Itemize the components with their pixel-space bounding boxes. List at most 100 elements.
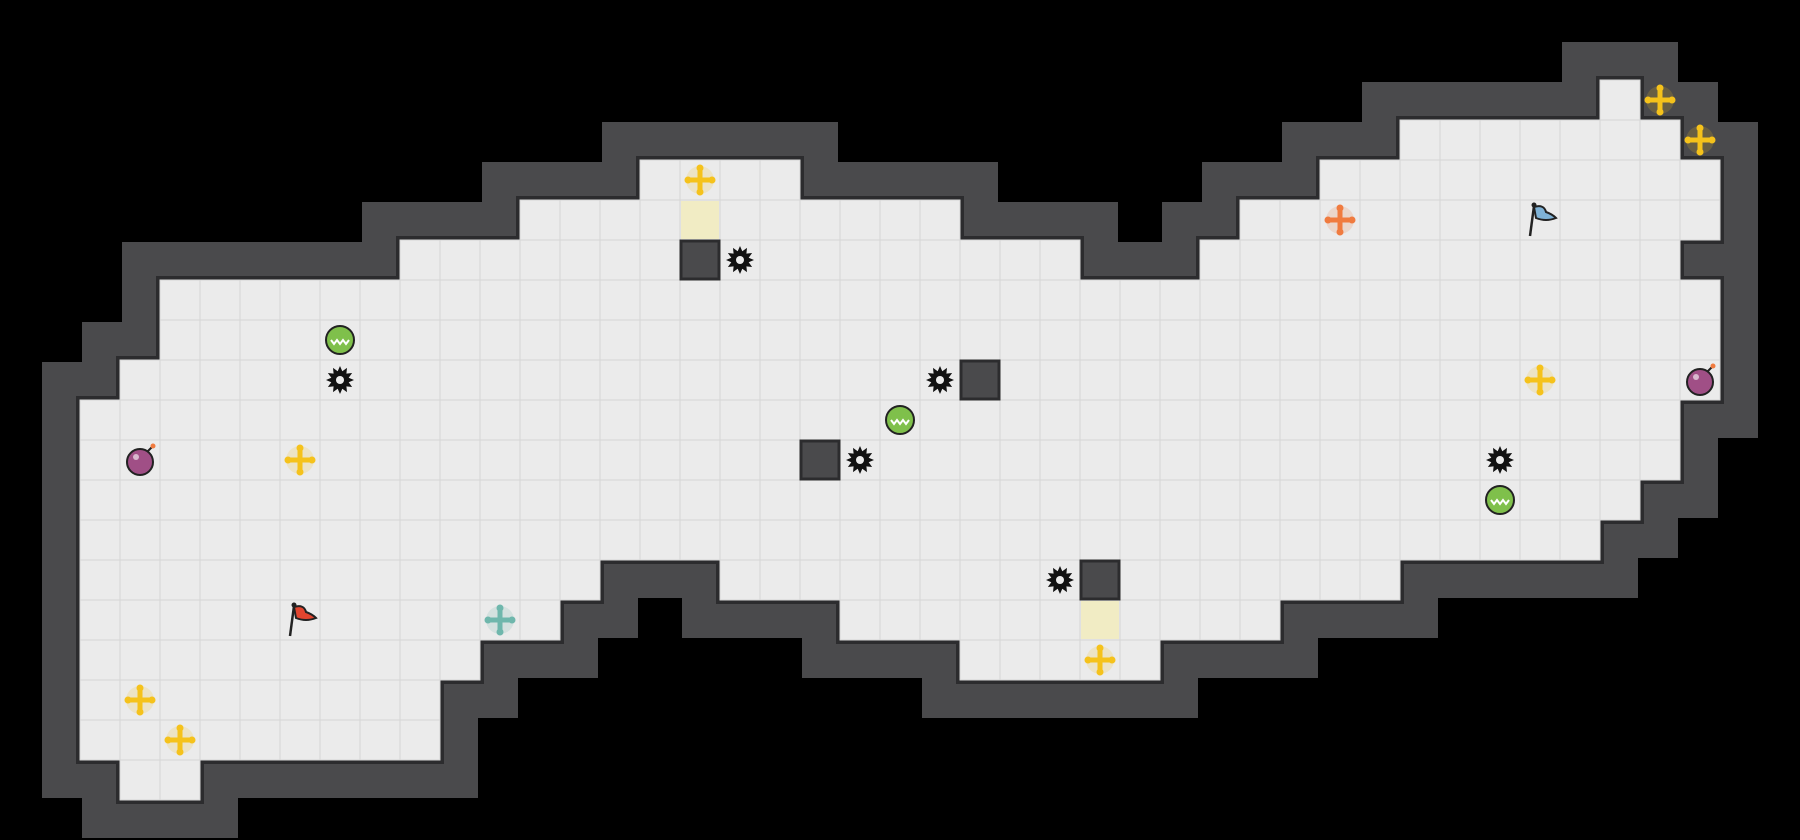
floor-tile [799, 239, 841, 281]
floor-tile [1679, 199, 1721, 241]
floor-tile [159, 679, 201, 721]
floor-tile [1039, 239, 1081, 281]
floor-tile [1359, 199, 1401, 241]
floor-tile [999, 479, 1041, 521]
floor-tile [639, 519, 681, 561]
floor-tile [479, 439, 521, 481]
floor-tile [879, 359, 921, 401]
floor-tile [1159, 479, 1201, 521]
floor-tile [1439, 519, 1481, 561]
floor-tile [399, 239, 441, 281]
floor-tile [319, 639, 361, 681]
floor-tile [199, 359, 241, 401]
floor-tile [919, 519, 961, 561]
floor-tile [959, 239, 1001, 281]
floor-tile [599, 399, 641, 441]
floor-tile [239, 639, 281, 681]
floor-tile [559, 279, 601, 321]
floor-tile [159, 519, 201, 561]
floor-tile [1119, 399, 1161, 441]
floor-tile [599, 519, 641, 561]
floor-tile [319, 679, 361, 721]
floor-tile [559, 479, 601, 521]
wall-block [679, 239, 721, 281]
floor-tile [799, 519, 841, 561]
floor-tile [1199, 239, 1241, 281]
floor-tile [639, 359, 681, 401]
bomb-icon [126, 443, 156, 476]
floor-tile [1599, 479, 1641, 521]
floor-tile [1639, 359, 1681, 401]
floor-tile [1199, 319, 1241, 361]
floor-tile [599, 479, 641, 521]
floor-tile [999, 439, 1041, 481]
floor-tile [1159, 519, 1201, 561]
floor-tile [199, 679, 241, 721]
floor-tile [1079, 319, 1121, 361]
floor-tile [319, 519, 361, 561]
floor-tile [799, 479, 841, 521]
floor-tile [199, 319, 241, 361]
floor-tile [679, 439, 721, 481]
floor-tile [159, 359, 201, 401]
floor-tile [439, 439, 481, 481]
floor-tile [79, 399, 121, 441]
floor-tile [159, 639, 201, 681]
highlight-tile [1081, 601, 1119, 639]
red-flag-icon [288, 602, 318, 637]
spike-icon [726, 246, 754, 274]
floor-tile [1479, 319, 1521, 361]
floor-tile [439, 639, 481, 681]
floor-tile [1599, 319, 1641, 361]
floor-tile [519, 359, 561, 401]
floor-tile [519, 239, 561, 281]
floor-tile [919, 439, 961, 481]
floor-tile [119, 599, 161, 641]
floor-tile [399, 639, 441, 681]
floor-tile [1519, 439, 1561, 481]
floor-tile [479, 319, 521, 361]
floor-tile [119, 519, 161, 561]
floor-tile [719, 159, 761, 201]
floor-tile [399, 679, 441, 721]
floor-tile [1079, 399, 1121, 441]
floor-tile [399, 319, 441, 361]
floor-tile [919, 399, 961, 441]
floor-tile [159, 439, 201, 481]
floor-tile [1239, 279, 1281, 321]
floor-tile [1639, 199, 1681, 241]
floor-tile [759, 199, 801, 241]
floor-tile [1119, 639, 1161, 681]
floor-tile [1479, 119, 1521, 161]
floor-tile [559, 559, 601, 601]
floor-tile [119, 359, 161, 401]
floor-tile [79, 479, 121, 521]
floor-tile [479, 279, 521, 321]
floor-tile [199, 479, 241, 521]
floor-tile [1119, 319, 1161, 361]
floor-tile [1039, 439, 1081, 481]
floor-tile [839, 599, 881, 641]
floor-tile [919, 599, 961, 641]
floor-tile [679, 399, 721, 441]
floor-tile [199, 279, 241, 321]
floor-tile [1199, 399, 1241, 441]
floor-tile [1399, 519, 1441, 561]
floor-tile [719, 479, 761, 521]
floor-tile [919, 279, 961, 321]
floor-tile [1439, 359, 1481, 401]
floor-tile [719, 439, 761, 481]
floor-tile [919, 199, 961, 241]
floor-tile [239, 559, 281, 601]
floor-tile [1199, 279, 1241, 321]
floor-tile [959, 399, 1001, 441]
floor-tile [399, 279, 441, 321]
floor-tile [1599, 159, 1641, 201]
floor-tile [1559, 199, 1601, 241]
floor-tile [839, 519, 881, 561]
floor-tile [959, 319, 1001, 361]
floor-tile [959, 479, 1001, 521]
floor-tile [599, 199, 641, 241]
floor-tile [639, 479, 681, 521]
floor-tile [1559, 439, 1601, 481]
